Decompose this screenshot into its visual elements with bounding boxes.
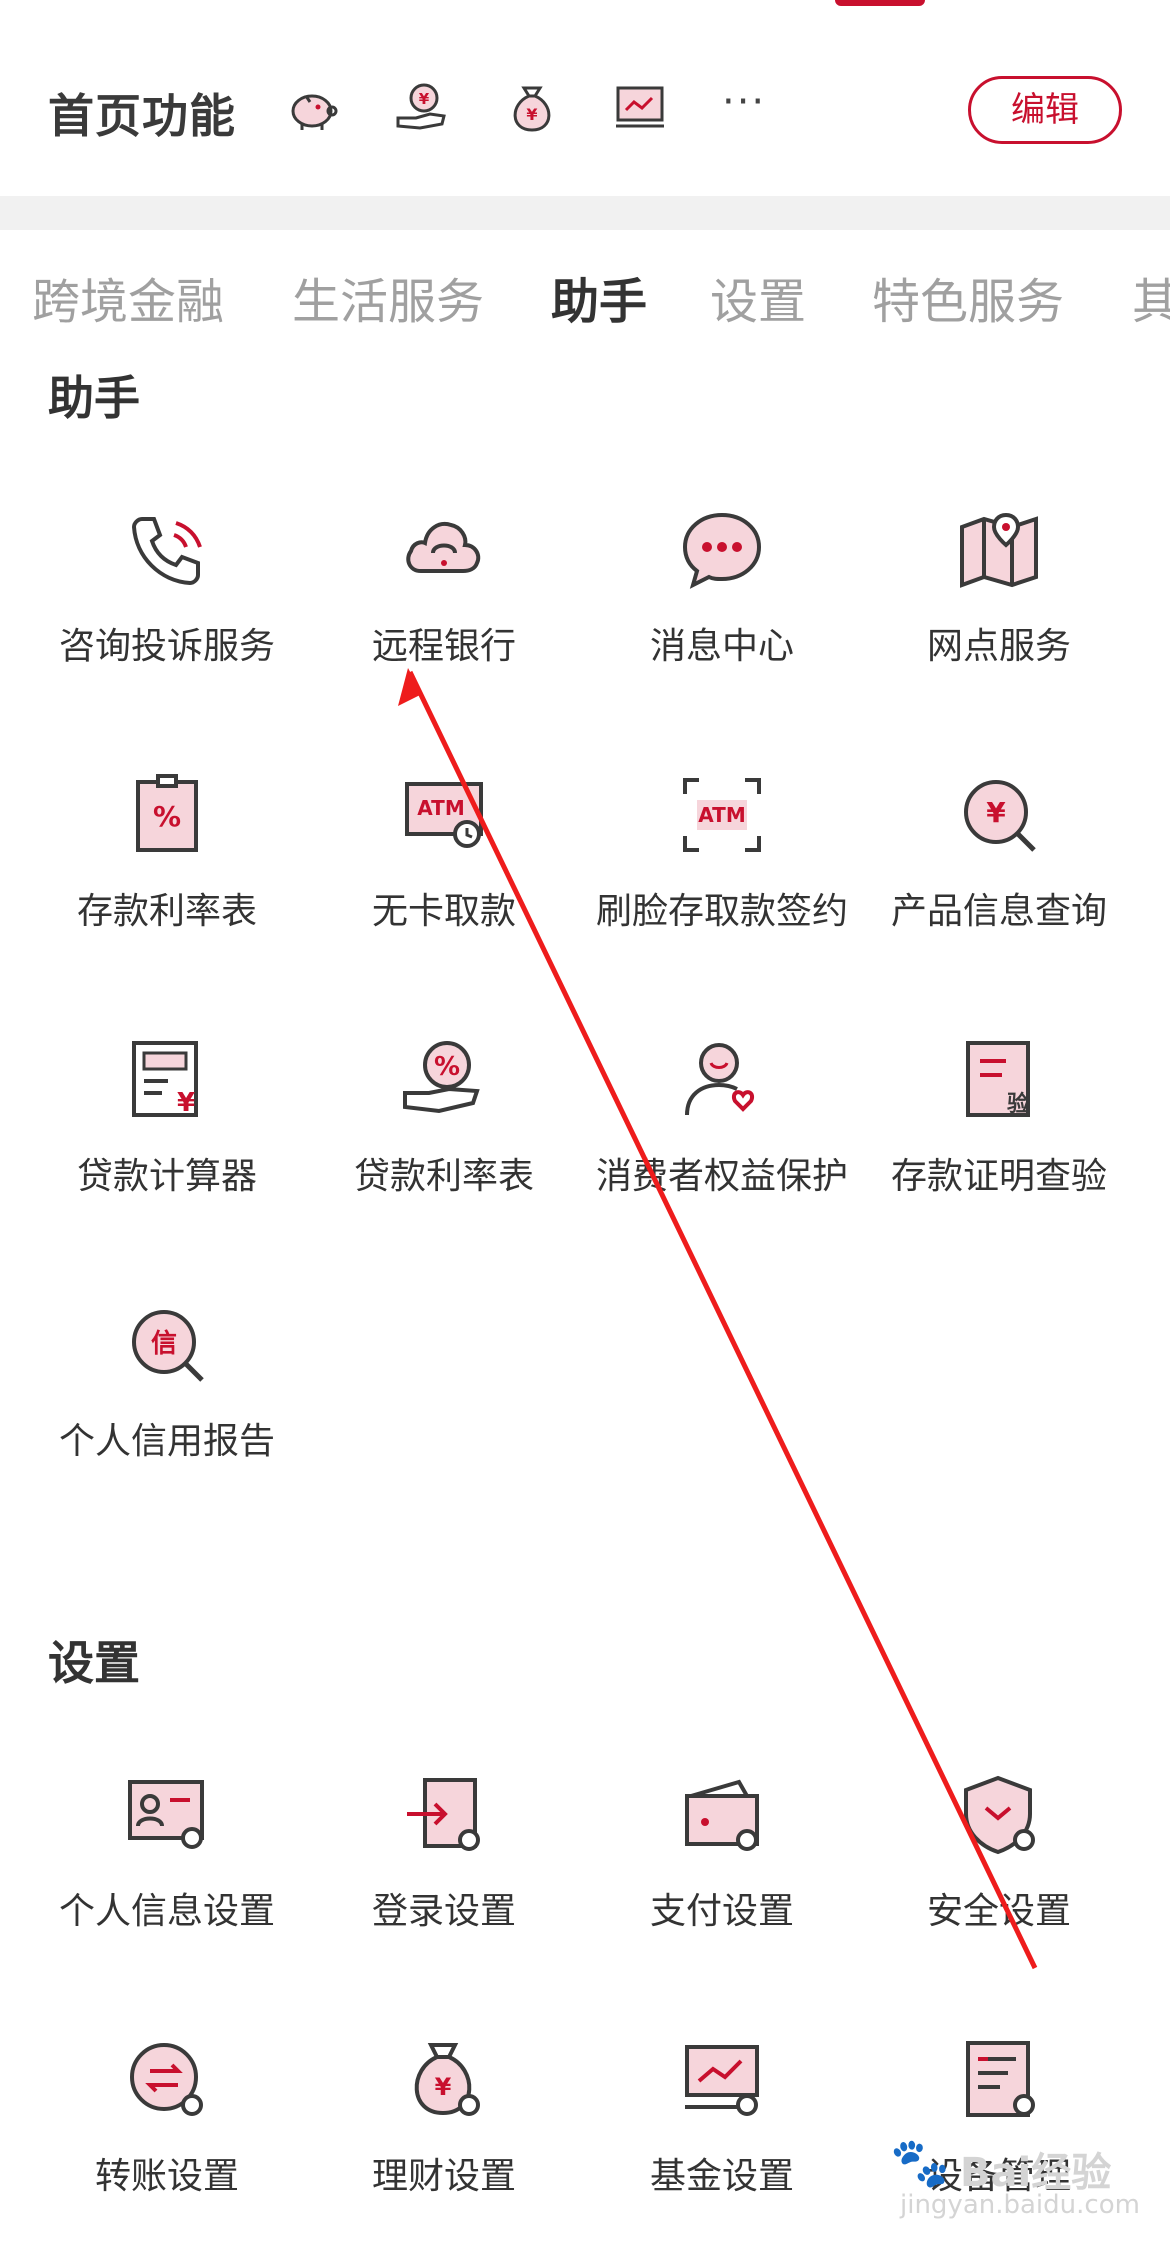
- yen-search-icon: ¥: [954, 770, 1044, 860]
- grid-item-branch-service[interactable]: 网点服务: [860, 505, 1138, 705]
- header: 首页功能 ¥ ¥ ··· 编辑: [0, 0, 1170, 195]
- grid-item-deposit-verification[interactable]: 验 存款证明查验: [860, 1035, 1138, 1235]
- person-heart-icon: [677, 1035, 767, 1125]
- grid-item-credit-report[interactable]: 信 个人信用报告: [28, 1300, 306, 1500]
- money-bag-gear-icon: ¥: [399, 2035, 489, 2125]
- grid-item-label: 网点服务: [926, 626, 1071, 667]
- grid-item-label: 咨询投诉服务: [58, 626, 275, 667]
- grid-item-fund-settings[interactable]: 基金设置: [583, 2035, 861, 2235]
- grid-item-label: 支付设置: [649, 1891, 794, 1932]
- calculator-yen-icon: ¥: [122, 1035, 212, 1125]
- tab-life-services[interactable]: 生活服务: [292, 274, 485, 330]
- percent-hand-icon: %: [399, 1035, 489, 1125]
- grid-item-label: 基金设置: [649, 2156, 794, 2197]
- edit-button[interactable]: 编辑: [968, 76, 1122, 144]
- grid-item-label: 刷脸存取款签约: [595, 891, 848, 932]
- svg-text:验: 验: [1007, 1091, 1029, 1117]
- shield-gear-icon: [954, 1770, 1044, 1860]
- grid-item-wealth-settings[interactable]: ¥ 理财设置: [305, 2035, 583, 2235]
- grid-item-cardless-withdrawal[interactable]: ATM 无卡取款: [305, 770, 583, 970]
- grid-item-remote-bank[interactable]: 远程银行: [305, 505, 583, 705]
- grid-item-label: 理财设置: [371, 2156, 516, 2197]
- grid-item-transfer-settings[interactable]: 转账设置: [28, 2035, 306, 2235]
- grid-item-payment-settings[interactable]: 支付设置: [583, 1770, 861, 1970]
- yen-hand-icon[interactable]: ¥: [392, 78, 452, 138]
- grid-item-face-atm-contract[interactable]: ATM 刷脸存取款签约: [583, 770, 861, 970]
- page-title: 首页功能: [48, 89, 236, 143]
- chart-monitor-icon[interactable]: [610, 78, 670, 138]
- category-tabs: 跨境金融 生活服务 助手 设置 特色服务 其: [0, 232, 1170, 342]
- percent-doc-icon: %: [122, 770, 212, 860]
- watermark-main: Bai经验: [960, 2150, 1112, 2196]
- svg-text:¥: ¥: [177, 1088, 195, 1118]
- login-gear-icon: [399, 1770, 489, 1860]
- section-divider: [0, 196, 1170, 230]
- grid-item-loan-rates[interactable]: % 贷款利率表: [305, 1035, 583, 1235]
- grid-item-product-info[interactable]: ¥ 产品信息查询: [860, 770, 1138, 970]
- svg-text:信: 信: [151, 1329, 177, 1359]
- tab-assistant[interactable]: 助手: [551, 274, 648, 330]
- grid-item-label: 个人信用报告: [58, 1421, 275, 1462]
- grid-item-message-center[interactable]: 消息中心: [583, 505, 861, 705]
- verify-doc-icon: 验: [954, 1035, 1044, 1125]
- wallet-gear-icon: [677, 1770, 767, 1860]
- chart-gear-icon: [677, 2035, 767, 2125]
- tab-settings[interactable]: 设置: [710, 274, 807, 330]
- grid-item-consult-complaint[interactable]: 咨询投诉服务: [28, 505, 306, 705]
- cloud-headset-icon: [399, 505, 489, 595]
- watermark: 🐾 Bai经验 jingyan.baidu.com: [890, 2135, 1140, 2230]
- tab-cross-border[interactable]: 跨境金融: [32, 274, 225, 330]
- message-bubble-icon: [677, 505, 767, 595]
- tab-other[interactable]: 其: [1132, 274, 1170, 330]
- svg-text:%: %: [434, 1052, 460, 1082]
- grid-item-label: 贷款利率表: [353, 1156, 534, 1197]
- grid-item-label: 设备管理: [926, 2156, 1071, 2197]
- grid-item-label: 登录设置: [371, 1891, 516, 1932]
- credit-search-icon: 信: [122, 1300, 212, 1390]
- device-list-gear-icon: [954, 2035, 1044, 2125]
- svg-text:¥: ¥: [419, 90, 430, 108]
- paw-logo-icon: 🐾: [890, 2135, 950, 2191]
- grid-item-label: 个人信息设置: [58, 1891, 275, 1932]
- grid-item-deposit-rates[interactable]: % 存款利率表: [28, 770, 306, 970]
- phone-icon: [122, 505, 212, 595]
- top-edge-accent: [835, 0, 925, 6]
- grid-item-consumer-protection[interactable]: 消费者权益保护: [583, 1035, 861, 1235]
- grid-item-label: 产品信息查询: [890, 891, 1107, 932]
- transfer-gear-icon: [122, 2035, 212, 2125]
- svg-text:¥: ¥: [526, 105, 537, 124]
- svg-text:%: %: [153, 800, 181, 833]
- grid-item-label: 消费者权益保护: [595, 1156, 848, 1197]
- id-card-gear-icon: [122, 1770, 212, 1860]
- more-icon[interactable]: ···: [722, 79, 767, 125]
- money-bag-icon[interactable]: ¥: [502, 78, 562, 138]
- grid-item-security-settings[interactable]: 安全设置: [860, 1770, 1138, 1970]
- svg-text:ATM: ATM: [417, 796, 464, 820]
- grid-item-label: 转账设置: [94, 2156, 239, 2197]
- atm-face-scan-icon: ATM: [677, 770, 767, 860]
- svg-text:ATM: ATM: [698, 803, 745, 827]
- grid-item-label: 存款证明查验: [890, 1156, 1107, 1197]
- section-title-settings: 设置: [48, 1636, 140, 1690]
- tab-featured[interactable]: 特色服务: [872, 274, 1065, 330]
- grid-item-label: 远程银行: [371, 626, 516, 667]
- grid-item-label: 安全设置: [926, 1891, 1071, 1932]
- svg-text:¥: ¥: [435, 2073, 452, 2101]
- section-title-assistant: 助手: [48, 371, 140, 425]
- grid-item-loan-calculator[interactable]: ¥ 贷款计算器: [28, 1035, 306, 1235]
- grid-item-label: 无卡取款: [371, 891, 516, 932]
- grid-item-label: 贷款计算器: [76, 1156, 257, 1197]
- map-pin-icon: [954, 505, 1044, 595]
- svg-text:¥: ¥: [986, 796, 1006, 829]
- grid-item-device-management[interactable]: 设备管理: [860, 2035, 1138, 2235]
- grid-item-label: 存款利率表: [76, 891, 257, 932]
- watermark-sub: jingyan.baidu.com: [900, 2190, 1140, 2220]
- piggy-bank-icon[interactable]: [282, 78, 342, 138]
- grid-item-personal-info-settings[interactable]: 个人信息设置: [28, 1770, 306, 1970]
- atm-clock-icon: ATM: [399, 770, 489, 860]
- grid-item-login-settings[interactable]: 登录设置: [305, 1770, 583, 1970]
- grid-item-label: 消息中心: [649, 626, 794, 667]
